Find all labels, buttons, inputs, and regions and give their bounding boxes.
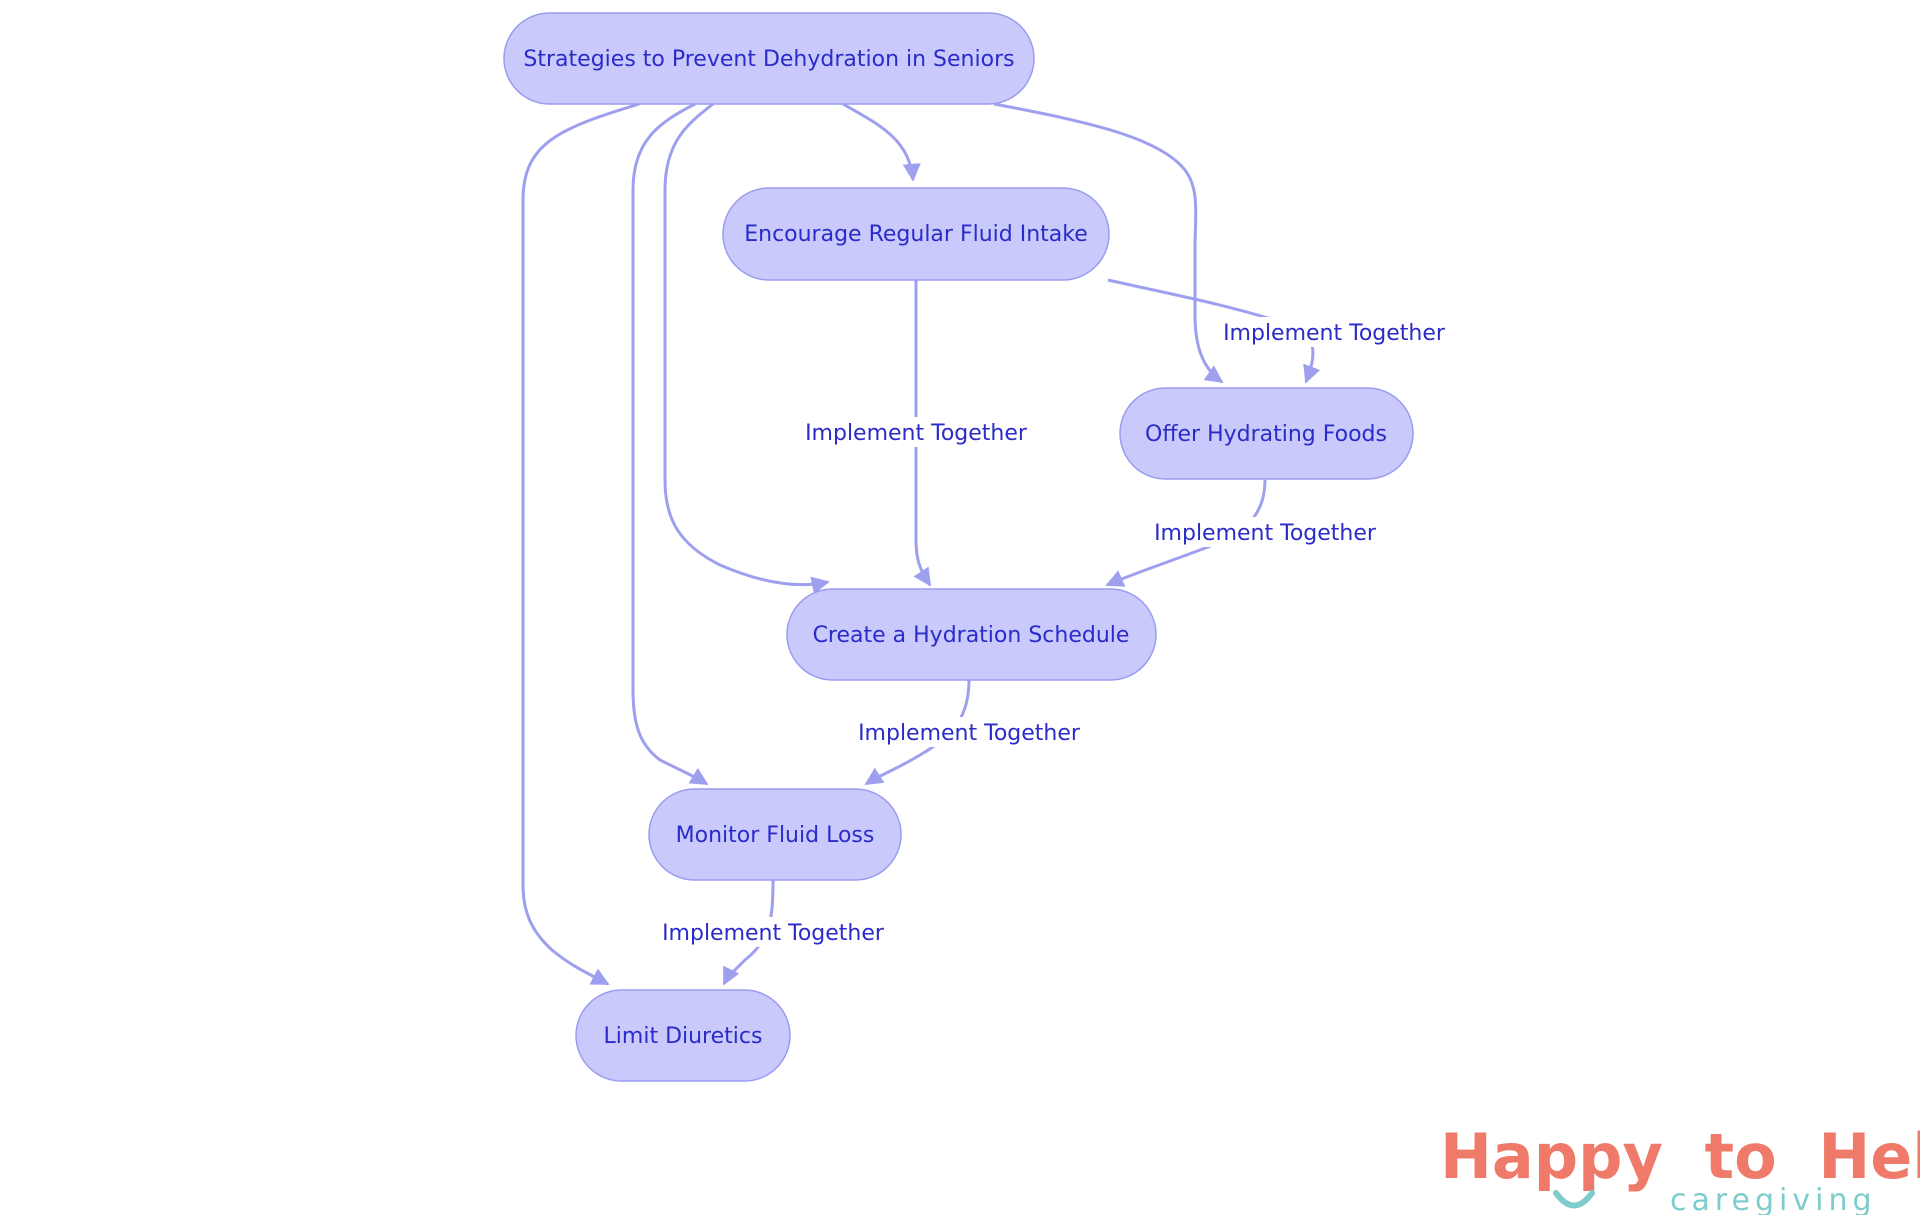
svg-text:Offer Hydrating Foods: Offer Hydrating Foods <box>1145 422 1387 447</box>
edge-root-to-hydration-schedule <box>663 102 830 595</box>
node-create-hydration-schedule[interactable]: Create a Hydration Schedule <box>786 588 1157 681</box>
logo-word-happy: Happy <box>1440 1120 1663 1193</box>
node-offer-hydrating-foods[interactable]: Offer Hydrating Foods <box>1119 387 1414 480</box>
edge-root-to-limit-diuretics <box>521 102 640 986</box>
svg-text:Implement Together: Implement Together <box>805 421 1028 446</box>
edge-hydration-schedule-to-monitor-fluid-loss <box>864 679 971 786</box>
svg-text:Implement Together: Implement Together <box>858 721 1081 746</box>
logo-word-to: to <box>1705 1120 1777 1193</box>
node-limit-diuretics[interactable]: Limit Diuretics <box>575 989 791 1082</box>
svg-text:Happy to Help: Happy to Help <box>1440 1120 1920 1193</box>
edge-root-to-hydrating-foods <box>993 102 1224 384</box>
logo-tagline: caregiving <box>1670 1183 1877 1215</box>
svg-text:Implement Together: Implement Together <box>1223 321 1446 346</box>
edge-label-schedule-to-monitor: Implement Together <box>858 717 1081 747</box>
svg-text:Implement Together: Implement Together <box>662 921 885 946</box>
edge-label-fluid-to-schedule: Implement Together <box>805 417 1028 447</box>
logo-word-help: Help <box>1818 1120 1920 1193</box>
edge-hydrating-foods-to-hydration-schedule <box>1105 479 1267 587</box>
svg-text:Create a Hydration Schedule: Create a Hydration Schedule <box>813 623 1130 648</box>
svg-text:Implement Together: Implement Together <box>1154 521 1377 546</box>
edge-label-foods-to-schedule: Implement Together <box>1154 517 1377 547</box>
svg-text:Limit Diuretics: Limit Diuretics <box>604 1024 763 1049</box>
svg-text:Strategies to Prevent Dehydrat: Strategies to Prevent Dehydration in Sen… <box>523 47 1014 72</box>
edge-label-monitor-to-diuretics: Implement Together <box>662 917 885 947</box>
edge-root-to-fluid-intake <box>842 102 921 182</box>
node-encourage-regular-fluid-intake[interactable]: Encourage Regular Fluid Intake <box>722 187 1110 281</box>
node-strategies-root[interactable]: Strategies to Prevent Dehydration in Sen… <box>503 12 1035 105</box>
edge-label-fluid-to-foods: Implement Together <box>1223 317 1446 347</box>
edge-root-to-monitor-fluid-loss <box>631 102 709 786</box>
edge-fluid-intake-to-hydration-schedule <box>913 280 932 587</box>
node-monitor-fluid-loss[interactable]: Monitor Fluid Loss <box>648 788 902 881</box>
happy-to-help-logo: Happy to Help caregiving <box>1440 1120 1920 1215</box>
svg-text:Monitor Fluid Loss: Monitor Fluid Loss <box>676 823 875 848</box>
svg-text:Encourage Regular Fluid Intake: Encourage Regular Fluid Intake <box>744 222 1088 247</box>
smile-icon <box>1553 1190 1595 1209</box>
edge-monitor-fluid-loss-to-limit-diuretics <box>722 879 775 986</box>
